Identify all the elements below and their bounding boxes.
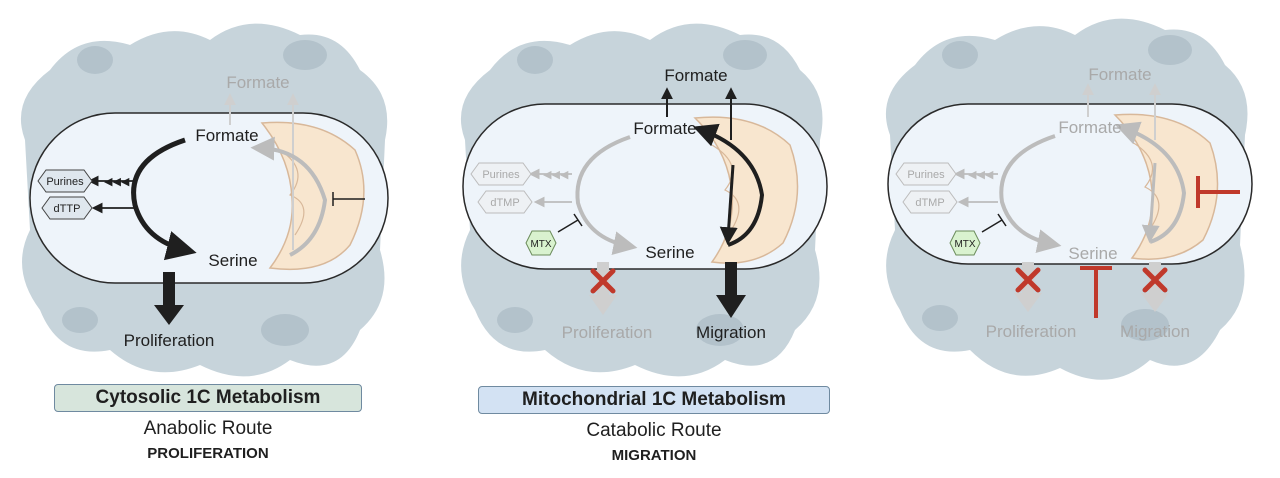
dttp-hexagon bbox=[41, 196, 93, 220]
mtx-inhibition bbox=[557, 213, 583, 233]
proliferation-arrow bbox=[1014, 262, 1042, 312]
panel-mitochondrial: ◀◀◀ Formate Formate Purines dTMP MTX Ser… bbox=[460, 23, 828, 377]
proliferation-block-x bbox=[590, 268, 616, 294]
purines-triple-arrow: ◀◀◀ bbox=[968, 169, 994, 181]
formate-label: Formate bbox=[633, 119, 696, 138]
migration-block-x bbox=[1142, 267, 1168, 293]
proliferation-outcome-label: PROLIFERATION bbox=[147, 445, 269, 462]
dttp-label: dTTP bbox=[54, 203, 81, 215]
mito-cycle-arrow bbox=[693, 123, 765, 247]
anabolic-route-label: Anabolic Route bbox=[143, 418, 273, 439]
mitochondrion bbox=[1113, 113, 1219, 260]
proliferation-block-x bbox=[1015, 267, 1041, 293]
serine-formate-arc bbox=[999, 134, 1062, 253]
mtx-hexagon bbox=[949, 230, 981, 256]
mito-inhibition bbox=[1196, 176, 1240, 208]
purines-triple-arrow: ◀◀◀ bbox=[104, 176, 130, 188]
serine-label: Serine bbox=[1068, 244, 1117, 263]
dtmp-label: dTMP bbox=[915, 197, 944, 209]
mito-cycle-arrow bbox=[1114, 121, 1187, 244]
panel-inhibited: ◀◀◀ Formate Formate Purines dTMP MTX Ser… bbox=[885, 18, 1253, 380]
formate-top-label: Formate bbox=[1088, 65, 1151, 84]
purines-hexagon bbox=[37, 169, 93, 193]
formate-top-label: Formate bbox=[226, 73, 289, 92]
proliferation-arrow bbox=[589, 262, 617, 315]
migration-label: Migration bbox=[1120, 322, 1190, 341]
formate-top-label: Formate bbox=[664, 66, 727, 85]
mitochondrial-title: Mitochondrial 1C Metabolism bbox=[478, 386, 830, 414]
panel-cytosolic: ◀◀◀ Formate Formate Purines dTTP Serine … bbox=[20, 23, 389, 377]
proliferation-label: Proliferation bbox=[124, 331, 215, 350]
inhibitor-line bbox=[332, 192, 365, 206]
proliferation-arrow bbox=[154, 272, 184, 325]
serine-label: Serine bbox=[208, 251, 257, 270]
serine-label: Serine bbox=[645, 243, 694, 262]
purines-hexagon bbox=[895, 162, 957, 186]
cytosolic-title: Cytosolic 1C Metabolism bbox=[54, 384, 362, 412]
purines-triple-arrow: ◀◀◀ bbox=[543, 169, 569, 181]
purines-label: Purines bbox=[907, 169, 945, 181]
dtmp-hexagon bbox=[477, 190, 533, 214]
migration-arrow bbox=[716, 262, 746, 318]
catabolic-route-label: Catabolic Route bbox=[586, 420, 722, 441]
mtx-label: MTX bbox=[954, 239, 975, 250]
dtmp-hexagon bbox=[902, 190, 958, 214]
mito-serine-arrow bbox=[1141, 162, 1160, 244]
formate-label: Formate bbox=[1058, 118, 1121, 137]
purines-label: Purines bbox=[482, 169, 520, 181]
mito-cycle-arrow bbox=[250, 136, 328, 257]
mito-serine-arrow bbox=[719, 164, 738, 246]
mtx-label: MTX bbox=[530, 239, 551, 250]
proliferation-label: Proliferation bbox=[562, 323, 653, 342]
dtmp-label: dTMP bbox=[490, 197, 519, 209]
proliferation-label: Proliferation bbox=[986, 322, 1077, 341]
migration-label: Migration bbox=[696, 323, 766, 342]
mtx-inhibition bbox=[981, 213, 1007, 233]
mtx-hexagon bbox=[525, 230, 557, 256]
serine-formate-arc bbox=[131, 137, 197, 261]
formate-label: Formate bbox=[195, 126, 258, 145]
purines-label: Purines bbox=[46, 176, 84, 188]
migration-outcome-label: MIGRATION bbox=[611, 447, 697, 464]
serine-formate-arc bbox=[575, 135, 638, 255]
migration-arrow bbox=[1141, 262, 1169, 312]
serine-inhibition bbox=[1080, 266, 1112, 318]
purines-hexagon bbox=[470, 162, 532, 186]
